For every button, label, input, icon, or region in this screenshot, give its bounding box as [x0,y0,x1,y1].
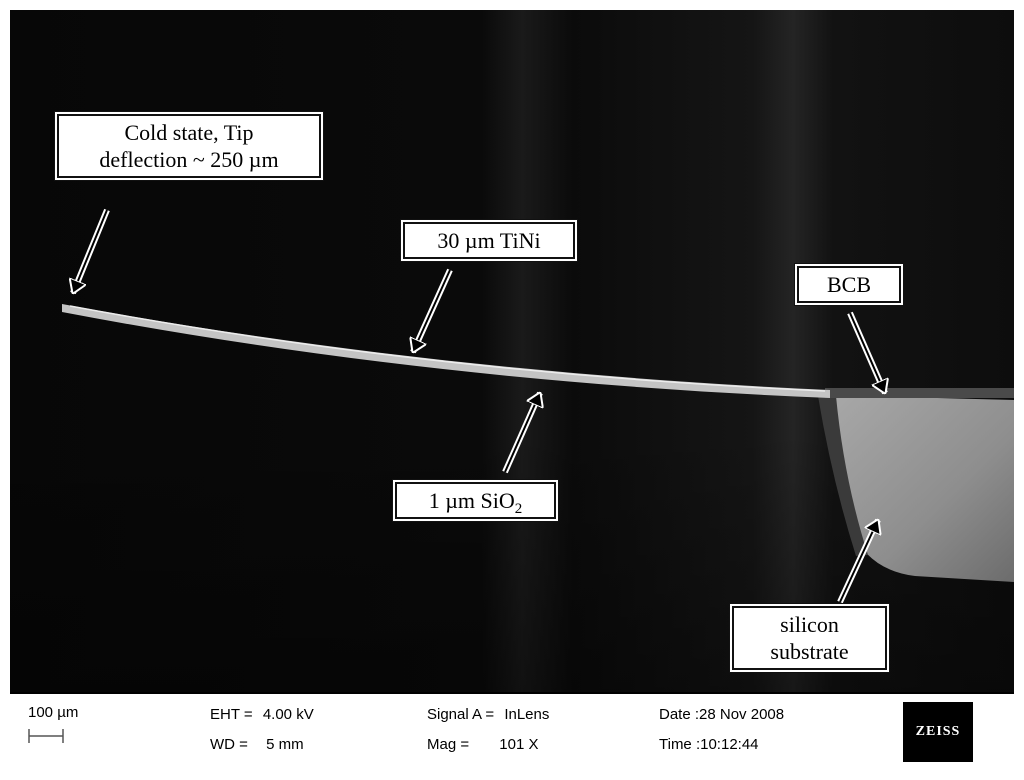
wd-label: WD = [210,736,248,753]
label-bcb-text: BCB [826,272,872,297]
arrow-sio2-shaft [504,393,540,473]
date-label: Date : [659,706,700,723]
scale-bar [28,729,64,743]
substrate-dark-edge [818,396,868,556]
label-cold-state-line1: Cold state, Tip [124,120,254,145]
zeiss-logo: ZEISS [903,702,973,762]
sem-micrograph: Cold state, Tip deflection ~ 250 µm 30 µ… [10,10,1014,692]
label-substrate: silicon substrate [732,606,887,670]
time-readout: Time :10:12:44 [659,736,759,753]
time-label: Time : [659,736,701,753]
arrow-substrate-shaft [839,520,878,603]
label-bcb: BCB [797,266,901,303]
arrow-cold-state-shaft [73,209,108,293]
arrow-tini-shaft [413,269,451,352]
mag-label: Mag = [427,736,470,753]
mag-readout: Mag = 101 X [427,736,538,753]
bcb-layer [825,388,1014,398]
time-value: 10:12:44 [700,736,759,753]
label-substrate-line1: silicon [780,612,839,637]
label-sio2-subscript: 2 [514,501,523,517]
label-sio2-wrap: 1 µm SiO2 [405,487,546,517]
label-tini-text: 30 µm TiNi [437,228,541,253]
signal-value: InLens [504,706,550,723]
label-substrate-line2: substrate [770,639,849,664]
eht-label: EHT = [210,706,253,723]
scale-label: 100 µm [28,704,79,721]
tini-cantilever-beam [62,304,830,398]
date-value: 28 Nov 2008 [699,706,785,723]
eht-readout: EHT = 4.00 kV [210,706,314,723]
label-tini: 30 µm TiNi [403,222,575,259]
wd-value: 5 mm [266,736,304,753]
date-readout: Date :28 Nov 2008 [659,706,784,723]
label-cold-state-line2: deflection ~ 250 µm [99,147,279,172]
figure-frame: Cold state, Tip deflection ~ 250 µm 30 µ… [10,10,1014,770]
mag-value: 101 X [499,736,539,753]
micrograph-drawing [10,10,1014,692]
label-sio2-text: 1 µm SiO [428,488,515,513]
sem-info-bar: 100 µm EHT = 4.00 kV WD = 5 mm Signal A … [10,692,1014,770]
arrow-bcb-shaft [849,312,885,393]
label-cold-state: Cold state, Tip deflection ~ 250 µm [57,114,321,178]
wd-readout: WD = 5 mm [210,736,304,753]
signal-label: Signal A = [427,706,495,723]
label-sio2: 1 µm SiO2 [395,482,556,519]
signal-readout: Signal A = InLens [427,706,549,723]
eht-value: 4.00 kV [262,706,314,723]
zeiss-logo-text: ZEISS [915,724,961,739]
beam-highlight [69,305,826,392]
